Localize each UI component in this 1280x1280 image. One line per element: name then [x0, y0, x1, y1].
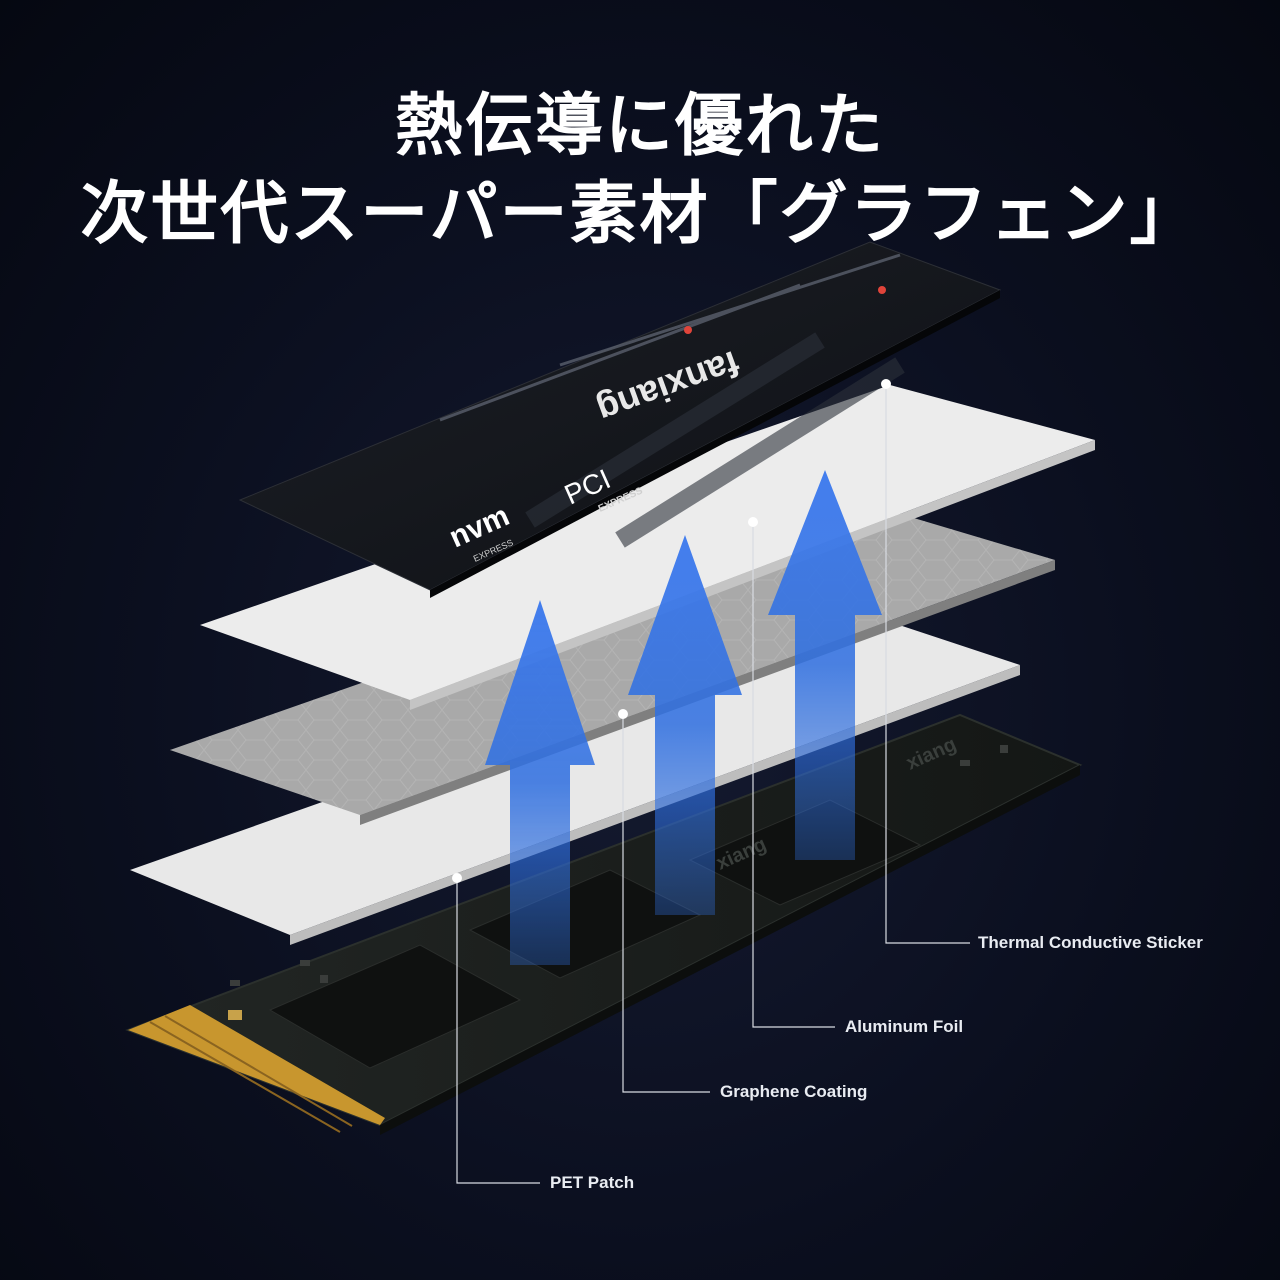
headline-line-2: 次世代スーパー素材「グラフェン」	[80, 175, 1200, 254]
heat-arrows	[485, 470, 882, 965]
callout-dots	[452, 379, 891, 883]
callout-thermal-sticker: Thermal Conductive Sticker	[978, 933, 1203, 952]
heat-arrow-right	[768, 470, 882, 860]
thermal-sticker-cover: fanxiang nvm EXPRESS PCI EXPRESS	[238, 241, 1002, 598]
callout-graphene-coating: Graphene Coating	[720, 1082, 868, 1101]
callout-lines	[456, 384, 970, 1184]
gold-contacts	[128, 1005, 385, 1125]
callout-aluminum-foil: Aluminum Foil	[845, 1017, 964, 1036]
heat-arrow-middle	[628, 535, 742, 915]
headline-line-1: 熱伝導に優れた	[394, 87, 885, 166]
callout-pet-patch: PET Patch	[550, 1173, 635, 1192]
heat-arrow-left	[485, 600, 595, 965]
